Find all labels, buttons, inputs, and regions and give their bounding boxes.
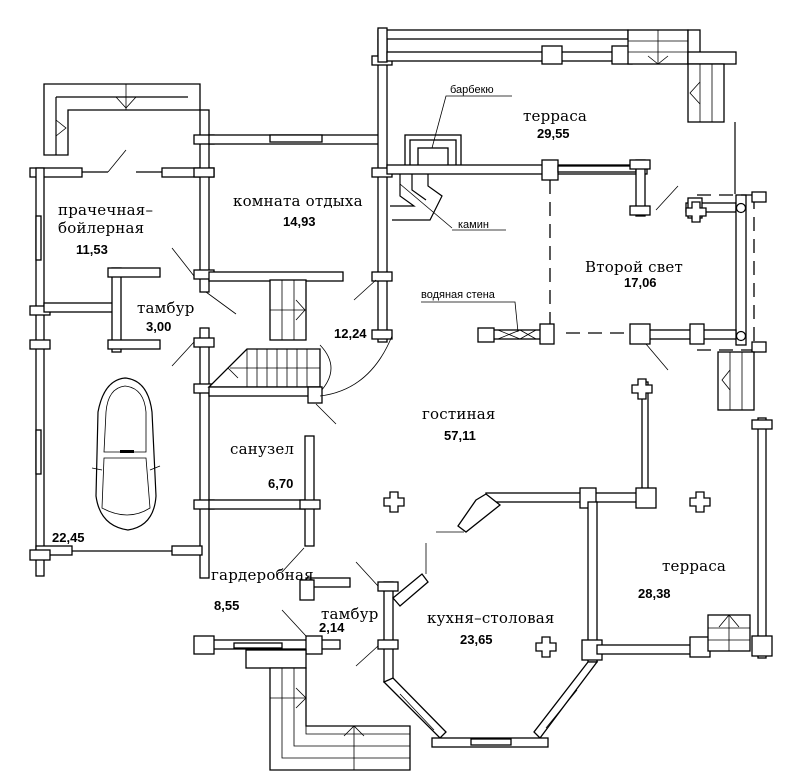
room-area-kitchen: 23,65 (460, 632, 493, 647)
room-name-laundry: прачечная– (58, 201, 153, 219)
room-name-vestibule-front: тамбур (321, 605, 379, 623)
room-name-bathroom: санузел (230, 440, 294, 458)
room-name-second-light: Второй свет (585, 258, 683, 276)
room-name-lounge: комната отдыха (233, 192, 363, 210)
room-name-kitchen: кухня–столовая (427, 609, 555, 627)
room-name-terrace-north: терраса (523, 107, 587, 125)
room-name-living: гостиная (422, 405, 496, 423)
annotation-bbq: барбекю (450, 84, 494, 96)
car-icon (91, 377, 161, 531)
annotations: барбекю камин водяная стена (421, 84, 519, 333)
annotation-fireplace: камин (458, 219, 489, 231)
room-name-terrace-east: терраса (662, 557, 726, 575)
room-area-wardrobe: 8,55 (214, 598, 239, 613)
room-area-bathroom: 6,70 (268, 476, 293, 491)
room-area-garage: 22,45 (52, 530, 85, 545)
room-area-vestibule-left: 3,00 (146, 319, 171, 334)
room-area-terrace-east: 28,38 (638, 586, 671, 601)
room-labels: прачечная– бойлерная 11,53 комната отдых… (52, 107, 726, 647)
room-area-lounge: 14,93 (283, 214, 316, 229)
room-area-vestibule-front: 2,14 (319, 620, 345, 635)
room-name-wardrobe: гардеробная (211, 566, 314, 584)
room-area-terrace-north: 29,55 (537, 126, 570, 141)
annotation-water-wall: водяная стена (421, 289, 496, 301)
walls (29, 27, 773, 771)
room-name-vestibule-left: тамбур (137, 299, 195, 317)
room-area-laundry: 11,53 (76, 242, 108, 257)
room-area-second-light: 17,06 (624, 275, 657, 290)
room-area-hall: 12,24 (334, 326, 367, 341)
room-area-living: 57,11 (444, 428, 476, 443)
room-name-laundry-2: бойлерная (58, 219, 144, 237)
